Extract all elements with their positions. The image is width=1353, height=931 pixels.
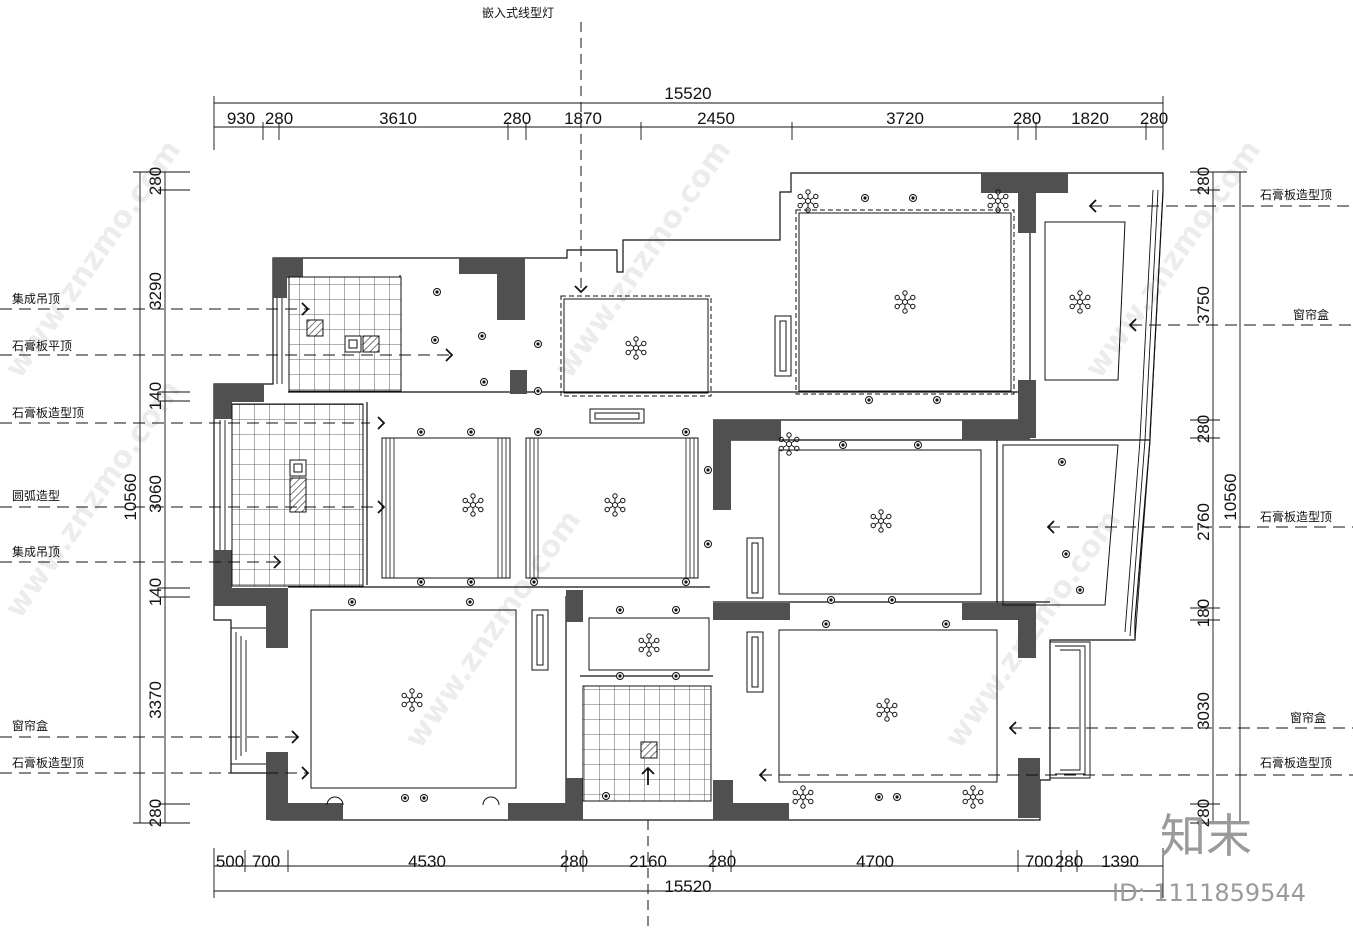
callout-embedded-linear-light: 嵌入式线型灯 (482, 6, 554, 20)
brand-stamp: 知末 ID: 1111859544 (1112, 809, 1306, 907)
left-dim: 280 (146, 167, 165, 195)
brand-logo: 知末 (1160, 809, 1252, 863)
watermark: www.znzmo.com (398, 504, 588, 755)
right-total-dimension: 10560 (1221, 473, 1240, 520)
right-callout-label: 石膏板造型顶 (1260, 755, 1332, 770)
bottom-dim: 280 (708, 852, 736, 871)
left-callout-label: 石膏板平顶 (12, 338, 72, 353)
left-dim: 140 (146, 382, 165, 410)
top-dim: 1870 (564, 109, 602, 128)
bottom-dim: 4700 (856, 852, 894, 871)
right-dim: 180 (1194, 599, 1213, 627)
watermark: www.znzmo.com (548, 134, 738, 385)
tiled-ceilings (231, 276, 712, 802)
top-dim: 280 (1013, 109, 1041, 128)
arrows (273, 199, 1137, 785)
dimension-lines (133, 96, 1247, 898)
left-callout-label: 集成吊顶 (12, 544, 60, 559)
right-dim: 2760 (1194, 503, 1213, 541)
top-dim: 280 (503, 109, 531, 128)
top-dim: 280 (1140, 109, 1168, 128)
top-dim: 1820 (1071, 109, 1109, 128)
left-dim: 140 (146, 578, 165, 606)
left-callout-label: 集成吊顶 (12, 291, 60, 306)
right-dim: 280 (1194, 415, 1213, 443)
left-callout-label: 窗帘盒 (12, 718, 48, 733)
right-callout-label: 窗帘盒 (1290, 710, 1326, 725)
leader-lines (0, 205, 1353, 776)
left-dim: 280 (146, 799, 165, 827)
right-dim: 3750 (1194, 286, 1213, 324)
bottom-dim: 1390 (1101, 852, 1139, 871)
left-callout-label: 石膏板造型顶 (12, 755, 84, 770)
right-callout-label: 石膏板造型顶 (1260, 187, 1332, 202)
left-callout-label: 圆弧造型 (12, 489, 60, 503)
top-dim: 930 (227, 109, 255, 128)
top-total-dimension: 15520 (664, 84, 711, 103)
left-dim: 3290 (146, 272, 165, 310)
top-dim: 3610 (379, 109, 417, 128)
image-id-label: ID: 1111859544 (1112, 879, 1306, 907)
right-dim: 280 (1194, 167, 1213, 195)
bottom-dim: 280 (1055, 852, 1083, 871)
right-callout-label: 窗帘盒 (1293, 307, 1329, 322)
bottom-dim: 700 (1025, 852, 1053, 871)
top-dim: 280 (265, 109, 293, 128)
left-callout-label: 石膏板造型顶 (12, 405, 84, 420)
right-callout-label: 石膏板造型顶 (1260, 509, 1332, 524)
ceiling-features (310, 209, 1126, 806)
bottom-dim: 280 (560, 852, 588, 871)
bottom-dim: 4530 (408, 852, 446, 871)
bottom-dim: 500 (216, 852, 244, 871)
labels: 嵌入式线型灯 15520 930 280 3610 280 1870 2450 … (12, 6, 1332, 896)
bottom-dim: 2160 (629, 852, 667, 871)
wall-columns (214, 173, 1068, 820)
right-dim: 280 (1194, 799, 1213, 827)
watermark-layer: www.znzmo.com www.znzmo.com www.znzmo.co… (0, 134, 1268, 755)
left-dim: 3370 (146, 681, 165, 719)
bottom-dim: 700 (252, 852, 280, 871)
axis-lines (580, 22, 649, 931)
left-total-dimension: 10560 (121, 473, 140, 520)
top-dim: 2450 (697, 109, 735, 128)
left-dim: 3060 (146, 475, 165, 513)
top-dim: 3720 (886, 109, 924, 128)
windows (213, 189, 1164, 779)
right-dim: 3030 (1194, 692, 1213, 730)
bottom-total-dimension: 15520 (664, 877, 711, 896)
